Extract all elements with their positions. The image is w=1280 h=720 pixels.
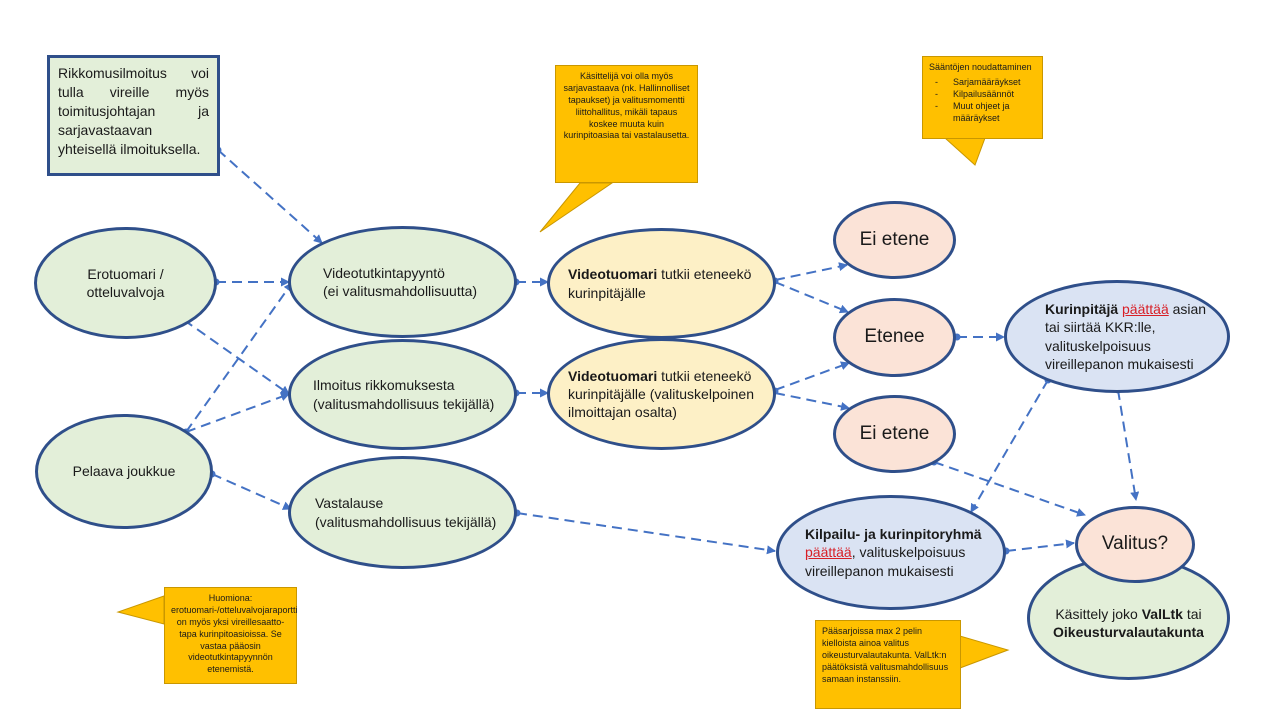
kkr-rest: , valituskelpoisuus vireillepanon mukais… <box>805 544 966 579</box>
kurinpitaja-decision: päättää <box>1122 301 1169 318</box>
callout-kasittelija: Käsittelijä voi olla myös sarjavastaava … <box>555 65 698 183</box>
node-vastalause-label: Vastalause (valitusmahdollisuus tekijäll… <box>315 495 497 530</box>
node-kurinpitaja: Kurinpitäjä päättää asian tai siirtää KK… <box>1004 280 1230 393</box>
videotuomari-2-bold: Videotuomari <box>568 367 658 384</box>
saannot-item: Kilpailusäännöt <box>933 89 1036 101</box>
kasittely-pre: Käsittely joko <box>1055 605 1142 622</box>
callout-huomiona: Huomiona: erotuomari-/otteluvalvojarapor… <box>164 587 298 684</box>
kasittely-oikeusturva: Oikeusturvalautakunta <box>1053 624 1204 640</box>
saannot-item: Sarjamääräykset <box>933 77 1036 89</box>
arrow-videotuomari2-to-etenee <box>774 361 850 391</box>
node-ilmoitus-rikkomuksesta: Ilmoitus rikkomuksesta (valitusmahdollis… <box>288 339 517 450</box>
callout-tail-paasarjoissa <box>959 635 1010 669</box>
kurinpitaja-bold: Kurinpitäjä <box>1045 301 1119 318</box>
callout-tail-saannot <box>943 137 986 166</box>
note-rikkomusilmoitus-text: Rikkomusilmoitus voi tulla vireille myös… <box>58 65 209 157</box>
node-etenee: Etenee <box>833 298 956 377</box>
arrow-videotuomari1-to-etenee <box>774 281 849 314</box>
node-pelaava-label: Pelaava joukkue <box>72 463 176 480</box>
callout-saannot-list: Sarjamääräykset Kilpailusäännöt Muut ohj… <box>929 77 1036 125</box>
arrow-videotuomari2-to-ei-etene2 <box>774 392 850 411</box>
node-ei-etene-2-label: Ei etene <box>859 422 930 444</box>
callout-paasarjoissa-text: Pääsarjoissa max 2 pelin kielloista aino… <box>822 626 949 684</box>
kkr-bold: Kilpailu- ja kurinpitoryhmä <box>805 526 982 543</box>
node-ilmoitus-label: Ilmoitus rikkomuksesta (valitusmahdollis… <box>313 377 495 412</box>
callout-kasittelija-text: Käsittelijä voi olla myös sarjavastaava … <box>563 71 690 141</box>
node-vastalause: Vastalause (valitusmahdollisuus tekijäll… <box>288 456 517 569</box>
arrow-kurinpitaja-to-kkr <box>970 379 1049 513</box>
saannot-item: Muut ohjeet ja määräykset <box>933 101 1036 125</box>
videotuomari-1-rest: tutkii eteneekö kurinpitäjälle <box>568 266 752 301</box>
callout-huomiona-text: Huomiona: erotuomari-/otteluvalvojarapor… <box>171 593 298 675</box>
arrow-pelaava-to-vastalause <box>211 473 292 510</box>
node-videotutkinta-label: Videotutkintapyyntö (ei valitusmahdollis… <box>323 264 478 299</box>
node-ei-etene-1-label: Ei etene <box>859 228 930 250</box>
node-videotuomari-2: Videotuomari tutkii eteneekö kurinpitäjä… <box>547 338 776 450</box>
callout-tail-huomiona <box>116 595 165 625</box>
callout-saannot: Sääntöjen noudattaminen Sarjamääräykset … <box>922 56 1043 139</box>
node-valitus: Valitus? <box>1075 506 1195 583</box>
node-kasittely-label: Käsittely joko ValLtk tai Oikeusturvalau… <box>1039 595 1218 641</box>
arrow-erotuomari-to-ilmoitus <box>183 319 290 395</box>
node-videotuomari-1: Videotuomari tutkii eteneekö kurinpitäjä… <box>547 228 776 339</box>
arrow-ei-etene2-to-valitus <box>933 461 1086 517</box>
node-ei-etene-2: Ei etene <box>833 395 956 473</box>
node-valitus-label: Valitus? <box>1101 533 1169 555</box>
node-etenee-label: Etenee <box>864 326 925 348</box>
arrow-pelaava-to-videotutkinta <box>185 282 293 433</box>
node-videotutkintapyynto: Videotutkintapyyntö (ei valitusmahdollis… <box>288 226 517 338</box>
note-rikkomusilmoitus: Rikkomusilmoitus voi tulla vireille myös… <box>47 55 220 176</box>
node-pelaava-joukkue: Pelaava joukkue <box>35 414 213 529</box>
kasittely-mid: tai <box>1182 605 1202 622</box>
videotuomari-1-bold: Videotuomari <box>568 266 658 283</box>
node-videotuomari-2-label: Videotuomari tutkii eteneekö kurinpitäjä… <box>550 367 773 422</box>
callout-saannot-title: Sääntöjen noudattaminen <box>929 62 1032 72</box>
node-videotuomari-1-label: Videotuomari tutkii eteneekö kurinpitäjä… <box>550 265 773 301</box>
node-erotuomari-label: Erotuomari / otteluvalvoja <box>86 265 165 300</box>
node-erotuomari: Erotuomari / otteluvalvoja <box>34 227 217 339</box>
node-ei-etene-1: Ei etene <box>833 201 956 279</box>
videotuomari-2-rest: tutkii eteneekö kurinpitäjälle (valitusk… <box>568 367 754 421</box>
arrow-kkr-to-valitus <box>1005 539 1075 552</box>
arrow-note-to-videotutkinta <box>217 149 323 244</box>
node-kurinpitaja-label: Kurinpitäjä päättää asian tai siirtää KK… <box>1007 300 1227 373</box>
kasittely-valltk: ValLtk <box>1141 605 1183 622</box>
arrow-vastalause-to-kkr <box>516 512 776 555</box>
arrow-videotuomari1-to-ei-etene1 <box>774 262 848 281</box>
arrow-pelaava-to-ilmoitus <box>185 392 290 433</box>
kkr-decision: päättää <box>805 544 852 561</box>
kurinpitaja-rest: asian tai siirtää KKR:lle, valituskelpoi… <box>1045 301 1207 372</box>
arrow-kurinpitaja-to-valitus <box>1117 389 1140 501</box>
callout-tail-kasittelija <box>539 182 614 233</box>
callout-paasarjoissa: Pääsarjoissa max 2 pelin kielloista aino… <box>815 620 961 709</box>
